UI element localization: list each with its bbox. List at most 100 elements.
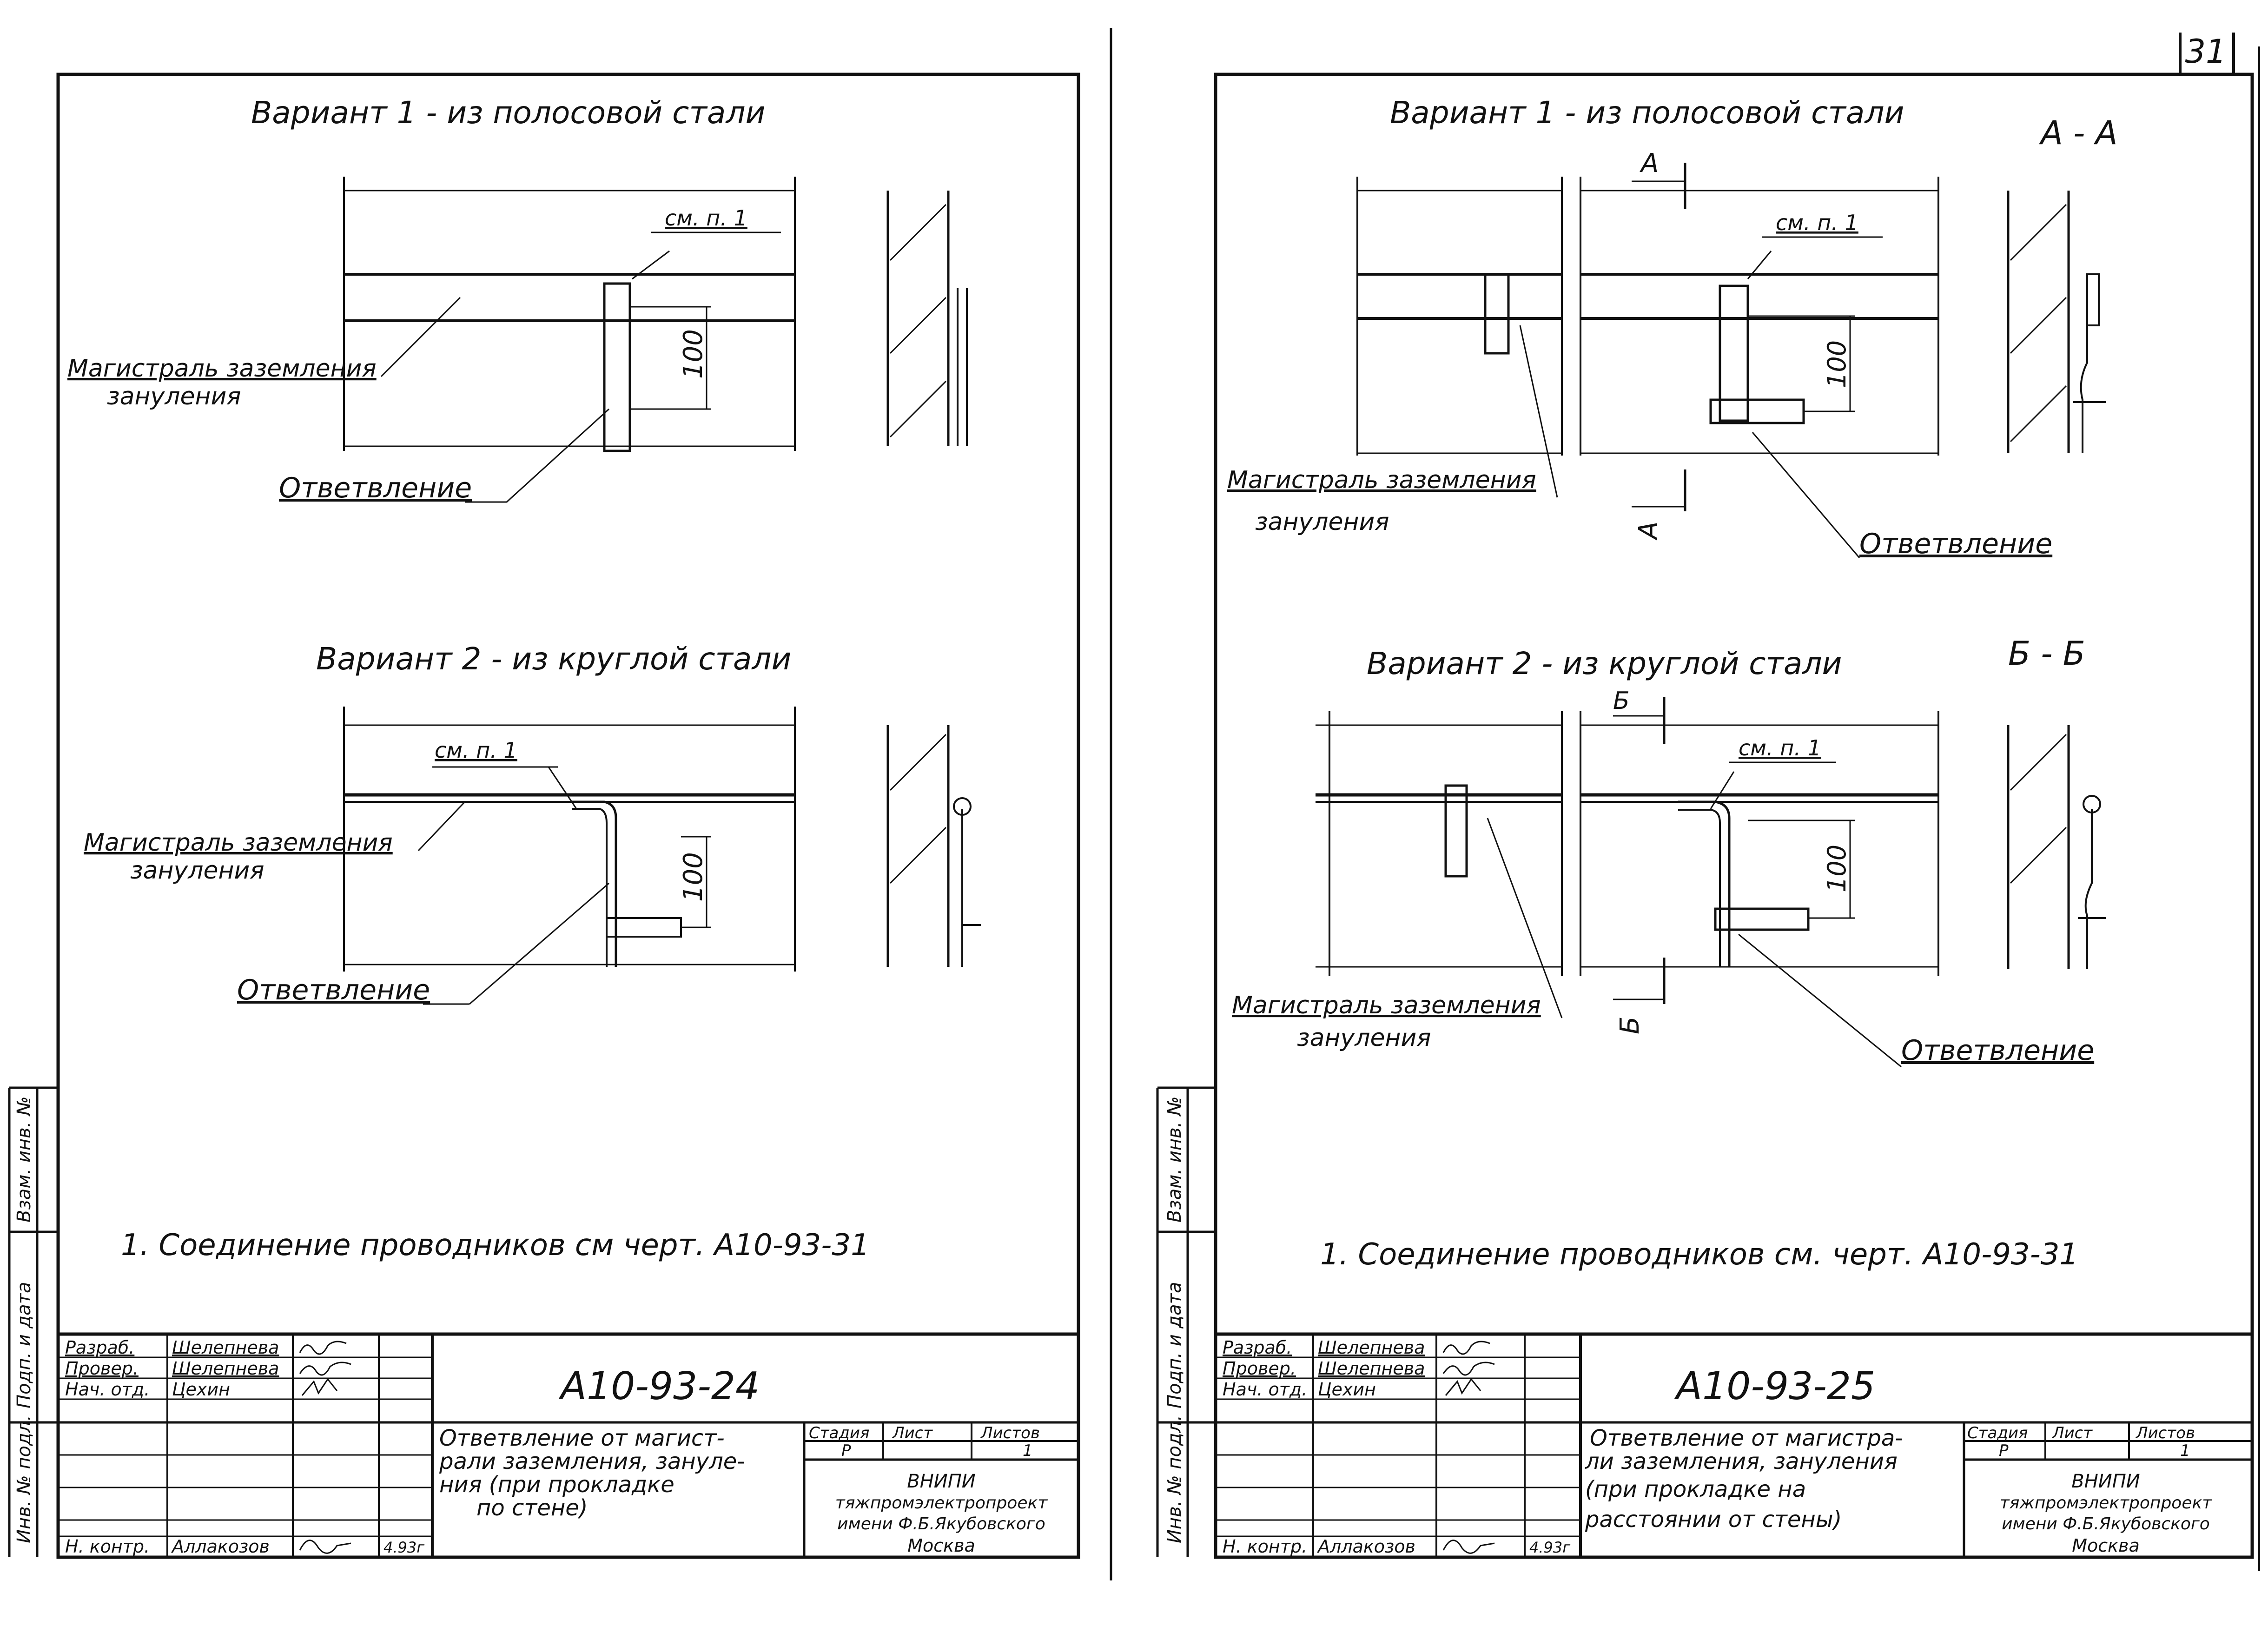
frame-left — [56, 73, 1080, 1559]
variant2-title-r: Вариант 2 - из круглой стали — [1367, 646, 1842, 681]
stamp-norm-date-r: 4.93г — [1529, 1539, 1570, 1556]
sheet-left: Инв. № подл. Подп. и дата Взам. инв. № В… — [8, 73, 1080, 1559]
col-sheet: Лист — [892, 1424, 933, 1442]
col-sheets: Листов — [980, 1424, 1040, 1442]
variant1-wall-view: 100 см. п. 1 — [343, 177, 796, 452]
stamp-role-3: Нач. отд. — [65, 1379, 150, 1400]
sheet-right: Инв. № подл. Подп. и дата Взам. инв. № В… — [1156, 73, 2254, 1559]
cut-b-bottom: Б — [1615, 1017, 1645, 1034]
org-line-2-r: тяжпромэлектропроект — [2000, 1494, 2212, 1513]
stamp-name-1: Шелепнева — [172, 1337, 279, 1358]
variant2-section-r — [2007, 725, 2106, 969]
side-label-sign-r: Подп. и дата — [1164, 1282, 1185, 1408]
side-label-inv: Инв. № подл. — [13, 1415, 35, 1543]
variant2-section — [886, 725, 981, 967]
variant1-title-r: Вариант 1 - из полосовой стали — [1390, 95, 1904, 131]
see-ref-2-r: см. п. 1 — [1739, 735, 1821, 760]
note-left: 1. Соединение проводников см черт. А10-9… — [121, 1228, 870, 1263]
signature-norm-r — [1442, 1540, 1495, 1554]
org-line-3: имени Ф.Б.Якубовского — [837, 1514, 1045, 1534]
main-line-label-1b: зануления — [107, 383, 241, 410]
variant2-wall-view: 100 см. п. 1 — [343, 707, 796, 972]
signature-1 — [299, 1341, 347, 1355]
dim-100: 100 — [678, 329, 708, 379]
signature-1-r — [1442, 1341, 1490, 1355]
variant1-wall-view-r: 100 см. п. 1 А А — [1356, 148, 1939, 541]
drawing-code-r: А10-93-25 — [1674, 1364, 1875, 1408]
cut-a-bottom: А — [1633, 522, 1664, 541]
stamp-norm-name: Аллакозов — [171, 1536, 270, 1557]
section-aa: А - А — [2039, 114, 2118, 152]
side-label-replace-r: Взам. инв. № — [1164, 1096, 1185, 1223]
side-label-inv-r: Инв. № подл. — [1164, 1415, 1185, 1543]
note-right: 1. Соединение проводников см. черт. А10-… — [1320, 1237, 2078, 1272]
variant1-section — [886, 191, 968, 446]
stamp-norm-date: 4.93г — [384, 1539, 424, 1556]
see-ref-2: см. п. 1 — [435, 738, 517, 763]
col-stage-r: Стадия — [1967, 1424, 2028, 1442]
stage-value-r: Р — [1999, 1441, 2009, 1460]
signature-3-r — [1445, 1378, 1481, 1396]
cut-a-top: А — [1640, 148, 1659, 178]
signature-2 — [299, 1362, 351, 1376]
org-line-3-r: имени Ф.Б.Якубовского — [2002, 1514, 2210, 1534]
title-line-1-r: Ответвление от магистра- — [1590, 1425, 1903, 1451]
dim-100-r: 100 — [1822, 340, 1851, 388]
stamp-role-1: Разраб. — [65, 1337, 134, 1358]
page-number-box: 31 — [2179, 33, 2235, 76]
main-line-label-1b-r: зануления — [1255, 508, 1389, 536]
stamp-name-3: Цехин — [172, 1379, 230, 1400]
stamp-left: Разраб. Шелепнева Провер. Шелепнева Нач.… — [58, 1332, 1078, 1557]
variant2-wall-view-r: 100 см. п. 1 Б Б — [1316, 687, 1939, 1034]
sheet-count: 1 — [1023, 1441, 1033, 1460]
signature-3 — [301, 1378, 338, 1396]
org-line-4-r: Москва — [2072, 1535, 2140, 1556]
page-number: 31 — [2185, 33, 2226, 71]
stamp-norm-role: Н. контр. — [65, 1536, 150, 1557]
side-strip-left: Инв. № подл. Подп. и дата Взам. инв. № — [8, 1086, 58, 1557]
title-line-2-r: ли заземления, зануления — [1585, 1448, 1898, 1474]
sheet-count-r: 1 — [2180, 1441, 2190, 1460]
branch-label-2-r: Ответвление — [1901, 1034, 2094, 1067]
variant2-title: Вариант 2 - из круглой стали — [316, 641, 791, 677]
main-line-label-1a-r: Магистраль заземления — [1227, 466, 1536, 494]
stamp-right: Разраб. Шелепнева Провер. Шелепнева Нач.… — [1216, 1332, 2252, 1557]
stamp-name-2-r: Шелепнева — [1318, 1358, 1425, 1379]
title-line-4-r: расстоянии от стены) — [1585, 1507, 1842, 1533]
cut-b-top: Б — [1613, 687, 1630, 715]
title-line-3-r: (при прокладке на — [1585, 1476, 1806, 1502]
col-sheet-r: Лист — [2051, 1424, 2093, 1442]
col-sheets-r: Листов — [2135, 1424, 2195, 1442]
org-line-2: тяжпромэлектропроект — [835, 1494, 1048, 1513]
side-label-sign: Подп. и дата — [13, 1282, 35, 1408]
signature-norm — [299, 1540, 351, 1554]
main-line-label-1a: Магистраль заземления — [67, 355, 377, 383]
title-line-1: Ответвление от магист- — [439, 1425, 725, 1451]
title-line-3: ния (при прокладке — [439, 1472, 674, 1498]
col-stage: Стадия — [809, 1424, 869, 1442]
branch-label-1-r: Ответвление — [1859, 528, 2052, 560]
stamp-role-3-r: Нач. отд. — [1223, 1379, 1307, 1400]
side-strip-right: Инв. № подл. Подп. и дата Взам. инв. № — [1156, 1086, 1216, 1557]
org-line-4: Москва — [907, 1535, 975, 1556]
drawing-code: А10-93-24 — [558, 1364, 760, 1408]
stamp-name-3-r: Цехин — [1318, 1379, 1376, 1400]
stamp-norm-name-r: Аллакозов — [1316, 1536, 1415, 1557]
main-line-label-2b: зануления — [130, 857, 264, 885]
stamp-name-2: Шелепнева — [172, 1358, 279, 1379]
stamp-name-1-r: Шелепнева — [1318, 1337, 1425, 1358]
dim-100-v2-r: 100 — [1822, 845, 1851, 892]
stage-value: Р — [841, 1441, 851, 1460]
section-bb: Б - Б — [2008, 635, 2085, 673]
variant1-section-r — [2007, 191, 2106, 453]
main-line-label-2a-r: Магистраль заземления — [1232, 992, 1541, 1019]
stamp-role-2: Провер. — [65, 1358, 139, 1379]
frame-right — [1214, 73, 2254, 1559]
see-ref-1: см. п. 1 — [665, 205, 747, 231]
signature-2-r — [1442, 1362, 1495, 1376]
side-label-replace: Взам. инв. № — [13, 1096, 35, 1223]
branch-label-2: Ответвление — [237, 974, 430, 1006]
title-line-4: по стене) — [476, 1495, 588, 1521]
branch-label-1: Ответвление — [279, 472, 472, 504]
